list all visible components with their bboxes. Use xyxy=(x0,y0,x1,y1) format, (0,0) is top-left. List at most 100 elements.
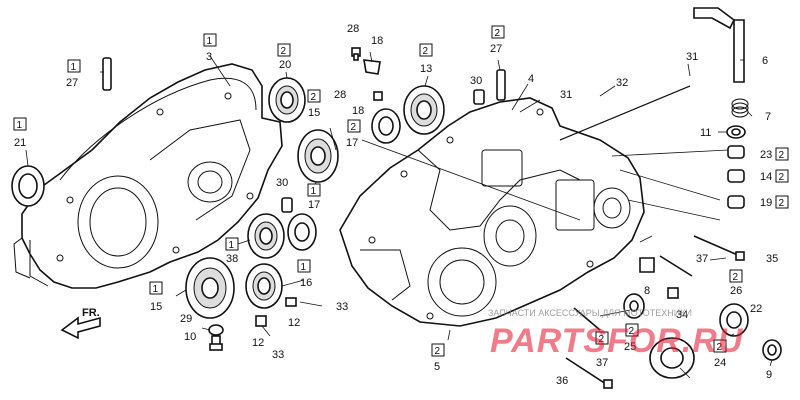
bearing-20 xyxy=(268,77,306,123)
spring-7 xyxy=(731,98,749,118)
callout-number: 35 xyxy=(766,253,778,265)
callout-qty: 1 xyxy=(301,262,307,273)
clamp-8 xyxy=(639,257,655,273)
bolt-37-lower xyxy=(573,307,601,331)
callout-number: 7 xyxy=(765,111,771,123)
bearing-15-upper xyxy=(297,129,339,183)
callout-qty: 2 xyxy=(599,334,605,345)
callout-number: 14 xyxy=(760,171,772,183)
left-crankcase-half xyxy=(13,63,283,289)
bolt-37-upper xyxy=(659,255,693,277)
callout-number: 8 xyxy=(644,285,650,297)
callout-qty: 1 xyxy=(311,186,317,197)
callout-qty: 1 xyxy=(207,36,213,47)
callout-number: 27 xyxy=(66,77,78,89)
bushing-14 xyxy=(727,169,745,183)
callout-qty: 2 xyxy=(779,172,785,183)
front-arrow-icon xyxy=(60,316,101,340)
callout-qty: 1 xyxy=(71,62,77,73)
callout-qty: 1 xyxy=(17,120,23,131)
callout-number: 27 xyxy=(490,43,502,55)
callout-number: 32 xyxy=(616,77,628,89)
callout-qty: 2 xyxy=(435,346,441,357)
callout-number: 12 xyxy=(288,317,300,329)
callout-number: 22 xyxy=(750,303,762,315)
bolt-12-lower xyxy=(255,315,267,327)
clip-18-upper xyxy=(363,59,381,75)
bearing-38 xyxy=(247,213,285,259)
callout-number: 29 xyxy=(180,313,192,325)
watermark-tagline: ЗАПЧАСТИ АКСЕССУАРЫ ДЛЯ МОТОТЕХНИКИ xyxy=(488,308,692,318)
watermark: ЗАПЧАСТИ АКСЕССУАРЫ ДЛЯ МОТОТЕХНИКИ PART… xyxy=(488,308,744,360)
callout-number: 4 xyxy=(528,73,534,85)
kick-starter-shaft-6 xyxy=(693,7,745,83)
callout-qty: 2 xyxy=(351,122,357,133)
oil-seal-9 xyxy=(762,339,782,361)
callout-number: 6 xyxy=(762,55,768,67)
dowel-30-lower xyxy=(281,197,293,213)
callout-qty: 2 xyxy=(779,150,785,161)
callout-number: 5 xyxy=(434,361,440,373)
callout-number: 23 xyxy=(760,149,772,161)
callout-qty: 1 xyxy=(229,240,235,251)
callout-number: 11 xyxy=(700,127,711,139)
dowel-pin-27-left xyxy=(102,57,112,91)
callout-number: 26 xyxy=(730,285,742,297)
callout-number: 38 xyxy=(226,253,238,265)
bearing-18-small xyxy=(371,108,401,144)
callout-number: 37 xyxy=(696,253,708,265)
front-direction-indicator: FR. xyxy=(60,307,101,340)
oil-seal-22 xyxy=(719,303,749,337)
callout-labels: 1 3 1 27 1 21 28 18 2 27 2 20 2 13 30 4 … xyxy=(13,23,789,387)
callout-qty: 2 xyxy=(733,272,739,283)
callout-number: 17 xyxy=(346,137,358,149)
oil-seal-21 xyxy=(11,165,45,207)
callout-number: 28 xyxy=(347,23,359,35)
callout-number: 16 xyxy=(300,277,312,289)
callout-number: 31 xyxy=(560,89,572,101)
seal-25 xyxy=(623,293,645,319)
callout-number: 34 xyxy=(676,309,688,321)
callout-number: 13 xyxy=(420,63,432,75)
callout-number: 25 xyxy=(624,341,636,353)
callout-number: 36 xyxy=(556,375,568,387)
callout-number: 20 xyxy=(279,59,291,71)
bearing-13 xyxy=(403,85,445,135)
callout-number: 12 xyxy=(252,337,264,349)
callout-number: 37 xyxy=(596,357,608,369)
callout-qty: 2 xyxy=(717,342,723,353)
callout-number: 17 xyxy=(308,199,320,211)
bolt-28-upper xyxy=(351,47,361,61)
callout-qty: 2 xyxy=(423,46,429,57)
plug-34 xyxy=(667,287,679,299)
callout-qty: 2 xyxy=(281,46,287,57)
callout-number: 24 xyxy=(714,357,726,369)
bushing-23 xyxy=(727,145,745,159)
callout-number: 30 xyxy=(470,75,482,87)
washer-29 xyxy=(208,324,224,336)
callout-number: 9 xyxy=(766,369,772,381)
breather-hose-32 xyxy=(559,85,691,141)
washer-11 xyxy=(726,125,746,139)
dowel-pin-27-right xyxy=(496,69,506,101)
bolt-36 xyxy=(565,357,613,389)
callout-number: 31 xyxy=(686,51,698,63)
callout-qty: 2 xyxy=(779,198,785,209)
callout-number: 18 xyxy=(371,35,383,47)
front-label: FR. xyxy=(82,307,100,319)
callout-number: 15 xyxy=(150,301,162,313)
oil-seal-24 xyxy=(649,337,695,379)
callout-number: 28 xyxy=(334,89,346,101)
callout-qty: 2 xyxy=(495,28,501,39)
bearing-15-lower xyxy=(185,257,235,319)
right-crankcase-half xyxy=(339,97,645,327)
callout-number: 30 xyxy=(276,177,288,189)
callout-qty: 2 xyxy=(311,92,317,103)
callout-number: 21 xyxy=(14,137,26,149)
bearing-17-lower xyxy=(287,213,317,251)
callout-qty: 2 xyxy=(629,326,635,337)
watermark-brand: PARTSFOR.RU xyxy=(490,322,744,360)
bolt-35 xyxy=(693,235,745,261)
callout-number: 18 xyxy=(352,105,364,117)
callout-number: 3 xyxy=(206,51,212,63)
